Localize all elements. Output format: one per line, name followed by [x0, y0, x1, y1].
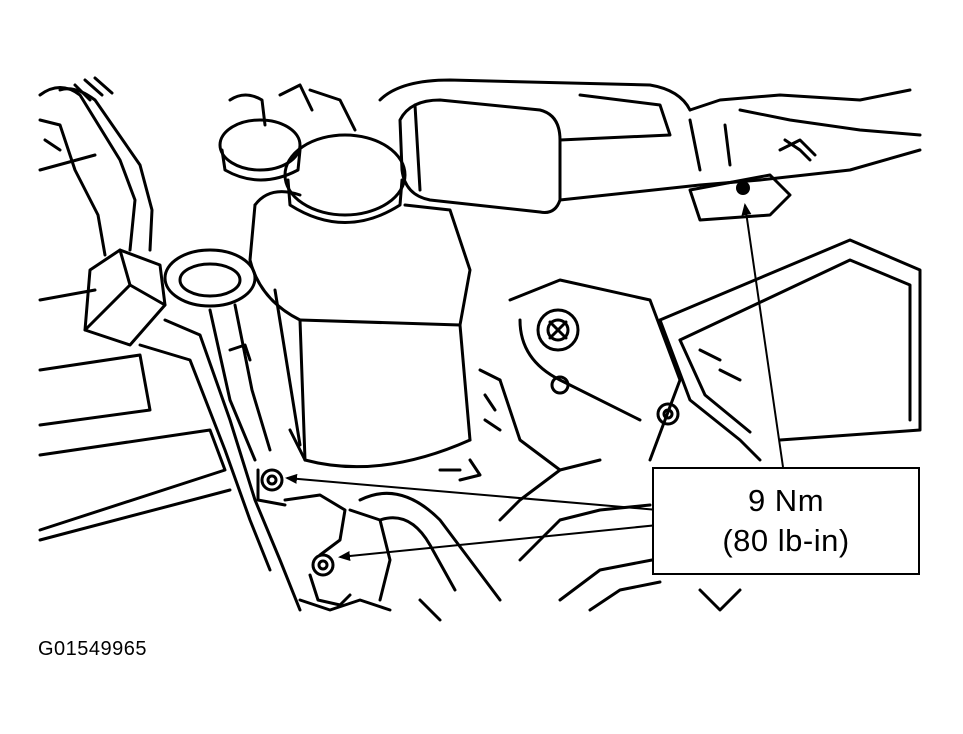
- coolant-reservoir-icon: [228, 133, 472, 469]
- torque-nm-label: 9 Nm: [747, 483, 825, 518]
- arrow-to-top-bolt: [741, 203, 784, 468]
- rubber-plug: [83, 248, 167, 347]
- left-fender-panel: [38, 288, 302, 612]
- loop-hose: [163, 248, 272, 462]
- mounting-bolt-icon: [298, 553, 392, 612]
- bolt-icon: [656, 402, 680, 426]
- top-bolt-icon: [736, 181, 750, 195]
- lower-hoses: [358, 458, 742, 612]
- wiring-harness-hose: [38, 76, 154, 257]
- top-right-bracket: [688, 138, 817, 222]
- callout-arrows: [285, 203, 784, 561]
- filler-cap-small: [218, 83, 357, 182]
- figure-id: G01549965: [38, 638, 148, 660]
- torque-lbin-label: (80 lb-in): [722, 523, 850, 558]
- arrow-to-left-bolt: [285, 473, 659, 511]
- top-right-cover: [378, 78, 922, 202]
- phillips-screw-icon: [536, 308, 580, 352]
- square-filler-block: [398, 93, 672, 214]
- hole-icon: [550, 375, 570, 395]
- arrow-to-lower-bolt: [338, 524, 659, 561]
- battery-tray: [658, 238, 922, 462]
- lower-bracket: [283, 493, 442, 622]
- center-bracket: [478, 278, 682, 472]
- mounting-bolt-icon: [256, 468, 287, 507]
- torque-callout: 9 Nm (80 lb-in): [652, 467, 920, 575]
